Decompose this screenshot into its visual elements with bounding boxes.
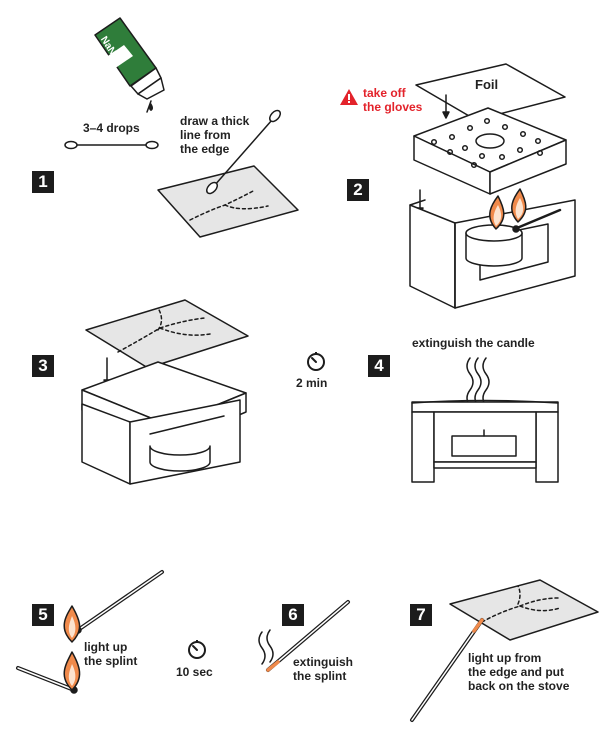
- stove-4: [411, 399, 559, 483]
- paper-sheet-7: [449, 579, 599, 641]
- step-5-time: 10 sec: [176, 665, 213, 679]
- cotton-swab-small: [64, 140, 159, 150]
- paper-sheet-1: [157, 165, 299, 238]
- step-3-time: 2 min: [296, 376, 328, 390]
- flame-icon: [63, 605, 81, 643]
- splint-6: [266, 600, 350, 672]
- drop-icon: [149, 103, 153, 111]
- warning-label: take off the gloves: [363, 86, 423, 114]
- step-number-5: 5: [32, 604, 54, 626]
- nano3-bottle: [94, 17, 165, 113]
- timer-icon: [188, 640, 206, 659]
- foil-sheet: [415, 63, 566, 121]
- cotton-swab-large: [205, 109, 282, 195]
- candle-2: [465, 224, 523, 267]
- splint-upper: [74, 570, 164, 634]
- step-number-3: 3: [32, 355, 54, 377]
- step-6-instruction: extinguish the splint: [293, 655, 354, 683]
- step-4-instruction: extinguish the candle: [412, 336, 535, 350]
- warning-icon: [340, 89, 358, 105]
- step-number-4: 4: [368, 355, 390, 377]
- step-number-1: 1: [32, 171, 54, 193]
- drops-label: 3–4 drops: [83, 121, 140, 135]
- step-number-2: 2: [347, 179, 369, 201]
- timer-icon: [307, 352, 325, 371]
- stove-3: [81, 361, 247, 485]
- step-number-6: 6: [282, 604, 304, 626]
- step-7-instruction: light up from the edge and put back on t…: [468, 651, 570, 693]
- flame-icon: [63, 651, 81, 691]
- step-5-instruction: light up the splint: [84, 640, 138, 668]
- splint-7: [410, 618, 484, 722]
- step-number-7: 7: [410, 604, 432, 626]
- smoke-icon: [466, 357, 490, 407]
- foil-label: Foil: [475, 77, 499, 92]
- stove-top-plate: [413, 107, 567, 195]
- flame-icon: [489, 188, 527, 230]
- paper-sheet-3: [85, 299, 249, 369]
- smoke-icon: [258, 629, 274, 665]
- step-1-instruction: draw a thick line from the edge: [180, 114, 250, 156]
